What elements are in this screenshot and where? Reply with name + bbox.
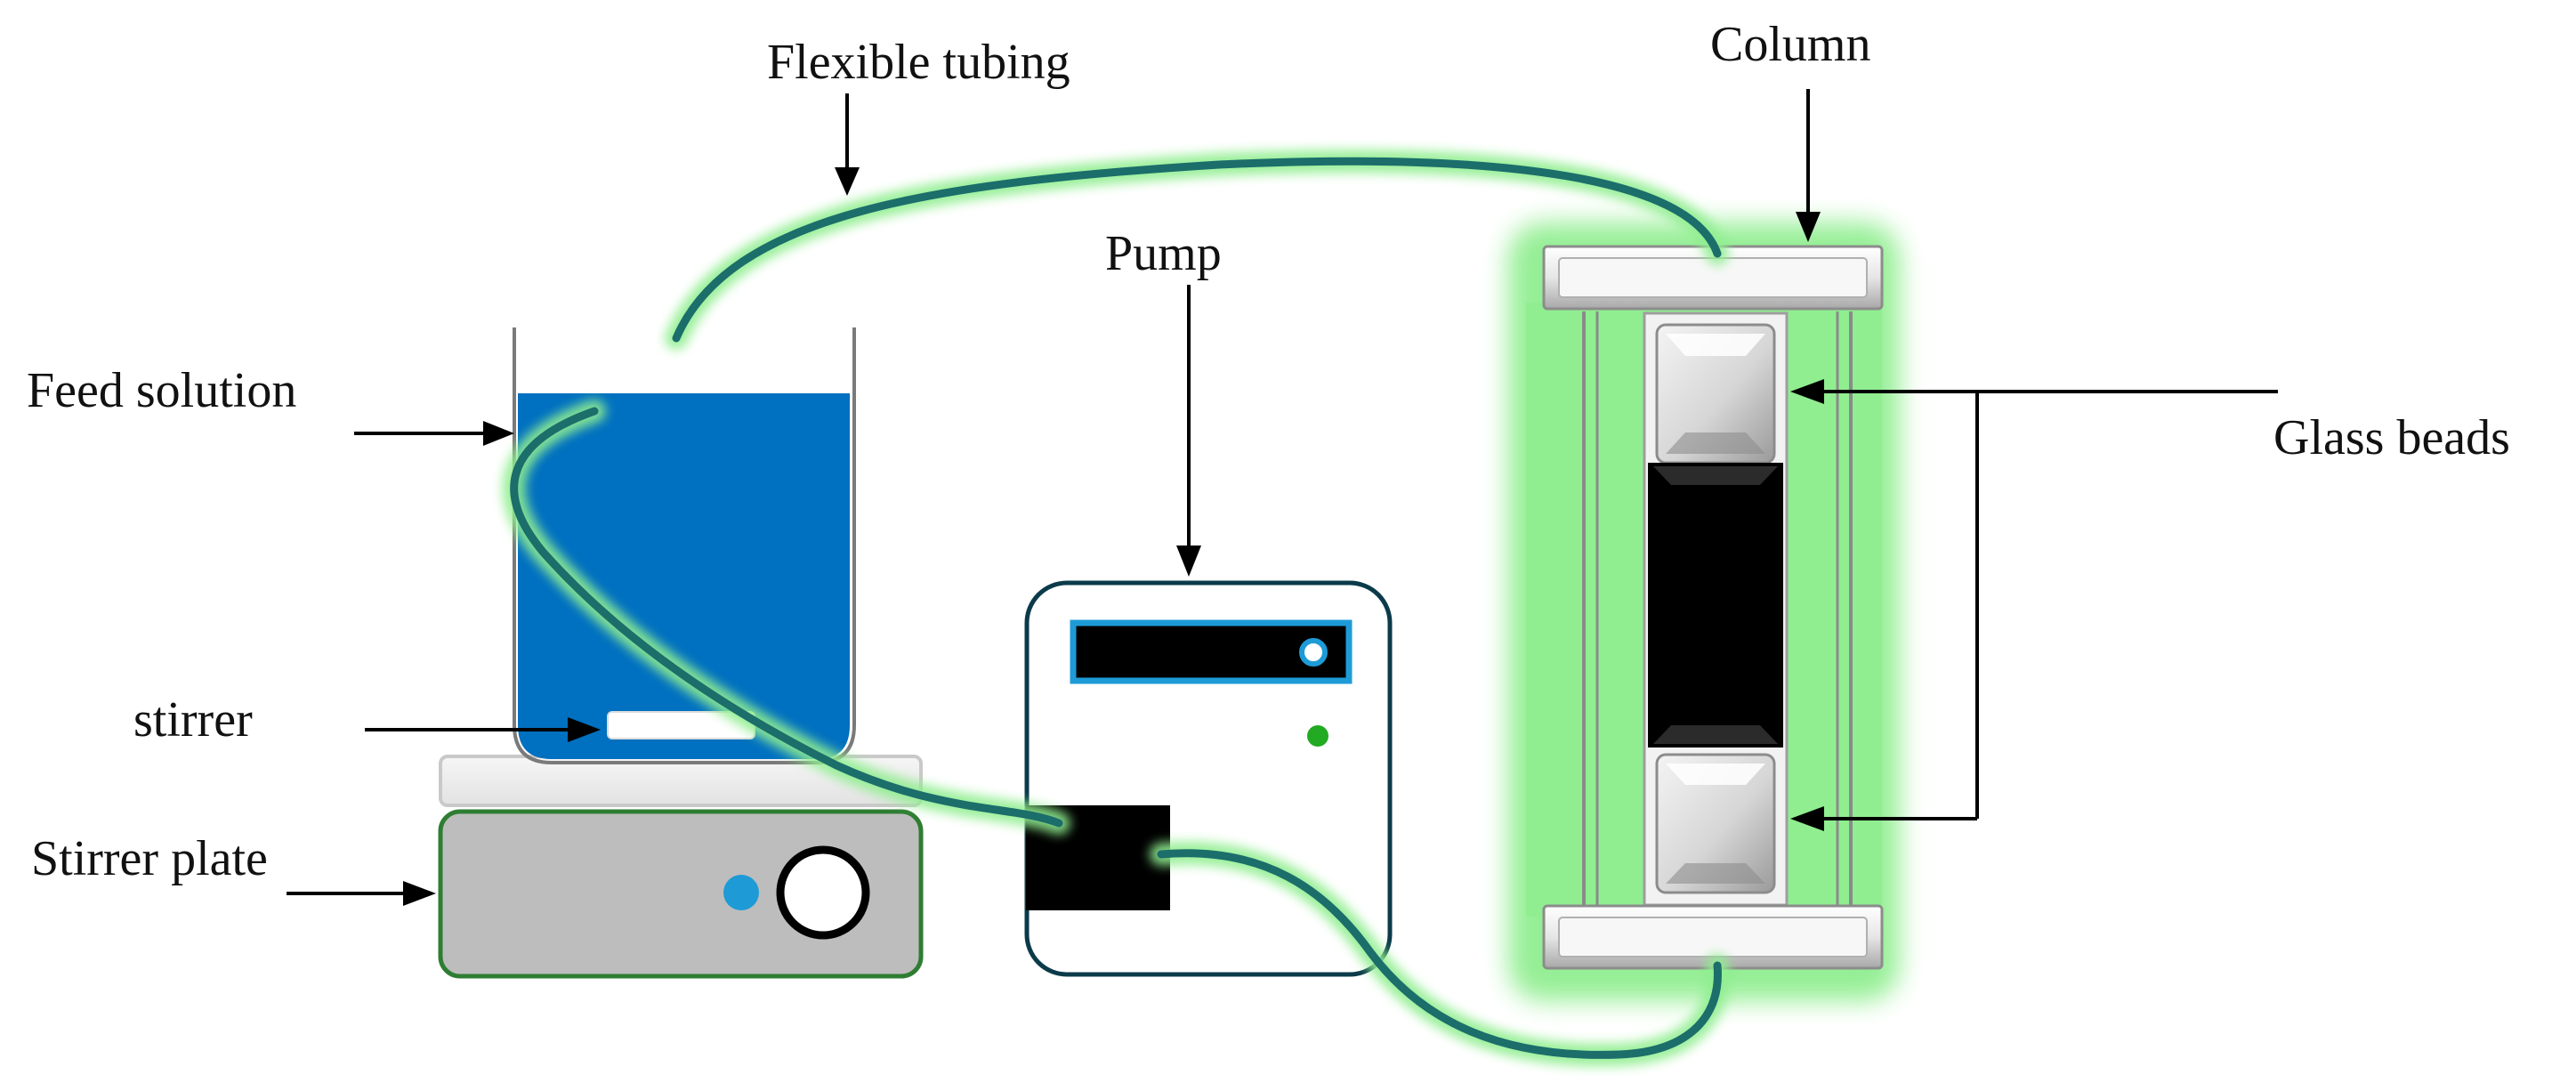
arrow-pump [1176,285,1201,577]
pump-power-light-icon [1307,725,1328,747]
label-stirrer: stirrer [133,692,253,748]
glass-beads-top [1655,323,1776,465]
flexible-tubing [502,150,1730,1067]
column-bottom-cap [1542,904,1884,970]
label-glass-beads: Glass beads [2273,410,2510,465]
label-stirrer-plate: Stirrer plate [31,831,268,886]
beaker-wall [513,327,856,764]
arrow-stirrer [365,717,601,742]
resin-bed [1648,463,1783,748]
arrow-stirrer-plate [287,881,436,906]
tubing-pump-to-column [1157,849,1722,1059]
beaker [513,327,856,764]
tubing-to-column [672,157,1722,343]
label-feed-solution: Feed solution [27,363,296,418]
arrows [287,89,2278,906]
arrow-flexible-tubing [835,93,860,196]
column-top-cap [1542,245,1884,311]
arrow-glass-beads [1790,379,2278,831]
arrow-feed-solution [354,421,514,446]
feed-solution-liquid [518,393,850,759]
stirrer-plate [438,755,924,979]
pump-display-led-icon [1299,638,1328,667]
column [1508,222,1900,1001]
arrow-column [1796,89,1821,242]
label-pump: Pump [1105,226,1222,281]
stirrer-plate-indicator-icon [723,875,759,910]
stirrer-plate-knob-icon [776,845,870,940]
tubing-feed-to-pump [510,407,1063,828]
label-column: Column [1710,17,1870,72]
label-flexible-tubing: Flexible tubing [767,35,1070,90]
glass-beads-bottom [1655,753,1776,894]
